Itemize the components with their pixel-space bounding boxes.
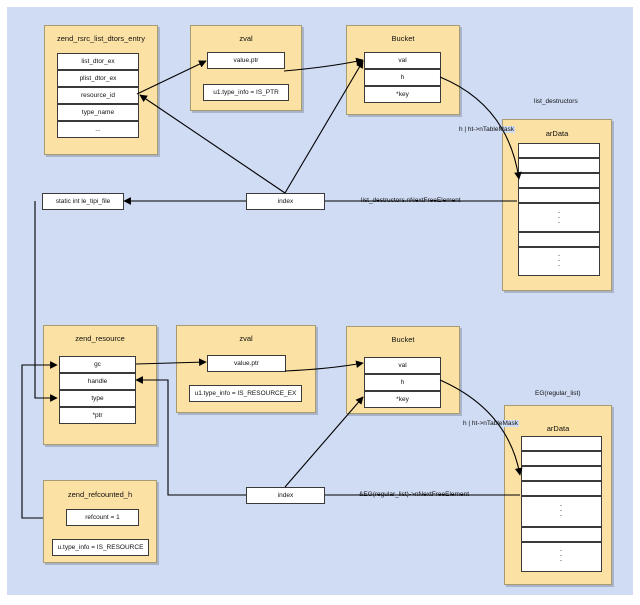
list-destructors-label: list_destructors	[534, 98, 578, 105]
zval-type-info: u1.type_info = IS_RESOURCE_EX	[189, 385, 302, 402]
zend-refcounted-h-struct: zend_refcounted_h refcount = 1 u.type_in…	[43, 480, 157, 563]
bucket-key: *key	[364, 86, 441, 103]
arrow-gc-to-zval	[135, 358, 207, 367]
struct-title: zend_refcounted_h	[67, 490, 133, 499]
ardata-slot	[521, 542, 602, 572]
index-bottom: index	[246, 487, 325, 504]
zval-value-ptr: value.ptr	[207, 355, 286, 372]
bucket-h: h	[364, 69, 441, 86]
hash-label-top: h | ht->nTableMask	[458, 126, 515, 133]
ellipsis-dots: ...	[559, 499, 563, 518]
ardata-title: arData	[546, 424, 570, 433]
eg-regular-list-label: EG(regular_list)	[535, 390, 581, 397]
struct-title: Bucket	[391, 335, 415, 344]
bucket-val: val	[364, 357, 441, 374]
ardata-slot	[518, 158, 600, 173]
ardata-slot	[518, 188, 600, 203]
bucket-bottom-struct: Bucket val h *key	[346, 326, 460, 414]
bucket-key: *key	[364, 391, 441, 408]
ardata-slot	[521, 481, 602, 496]
struct-title: zval	[239, 334, 253, 343]
field-ellipsis: ...	[57, 121, 139, 138]
field-type: type	[59, 390, 136, 407]
ellipsis-dots: ...	[557, 206, 561, 225]
type-info-field: u.type_info = IS_RESOURCE	[52, 539, 149, 556]
struct-title: Bucket	[391, 34, 415, 43]
arrow-bucket-h-to-ardata-bottom	[439, 379, 523, 476]
arrow-zval-to-bucket	[283, 57, 364, 72]
arrow-entry-to-zval	[136, 60, 207, 95]
static-le-tipi-file: static int le_tipi_file	[42, 193, 124, 210]
hash-label-bottom: h | ht->nTableMask	[462, 420, 519, 427]
list-destructors-ardata: arData ... ...	[502, 119, 612, 291]
zval-type-info: u1.type_info = IS_PTR	[203, 84, 289, 101]
arrow-index-to-handle	[135, 376, 246, 496]
struct-title: zend_rsrc_list_dtors_entry	[57, 34, 145, 43]
arrow-refcounted-to-gc	[21, 361, 58, 519]
ellipsis-dots: ...	[559, 544, 563, 563]
refcount-field: refcount = 1	[66, 509, 139, 526]
index-top: index	[246, 193, 325, 210]
zval-top-struct: zval value.ptr u1.type_info = IS_PTR	[190, 25, 302, 111]
arrow-index-to-bucket	[284, 60, 364, 194]
ardata-slot	[518, 173, 600, 188]
ardata-slot	[518, 247, 600, 276]
ellipsis-dots: ...	[557, 249, 561, 268]
ardata-title: arData	[545, 129, 569, 138]
field-list-dtor-ex: list_dtor_ex	[57, 53, 139, 70]
arrow-index-to-resource-id	[139, 94, 286, 194]
struct-title: zval	[239, 34, 253, 43]
field-resource-id: resource_id	[57, 87, 139, 104]
zval-value-ptr: value.ptr	[207, 52, 285, 69]
line-static-to-type	[34, 201, 58, 402]
field-type-name: type_name	[57, 104, 139, 121]
ardata-slot	[518, 203, 600, 232]
arrow-bucket-h-to-ardata	[439, 76, 522, 180]
ardata-slot	[521, 496, 602, 527]
struct-title: zend_resource	[75, 334, 125, 343]
bucket-h: h	[364, 374, 441, 391]
bucket-val: val	[364, 52, 441, 69]
ardata-slot	[521, 527, 602, 542]
arrow-zval-to-bucket-bottom	[284, 360, 364, 372]
bucket-top-struct: Bucket val h *key	[346, 25, 460, 115]
arrow-index-to-bucket-bottom	[284, 396, 364, 488]
ardata-slot	[518, 143, 600, 158]
zend-rsrc-list-dtors-entry-struct: zend_rsrc_list_dtors_entry list_dtor_ex …	[44, 25, 158, 155]
zval-bottom-struct: zval value.ptr u1.type_info = IS_RESOURC…	[176, 325, 316, 413]
field-plist-dtor-ex: plist_dtor_ex	[57, 70, 139, 87]
field-ptr: *ptr	[59, 407, 136, 424]
ardata-slot	[518, 232, 600, 247]
ardata-slot	[521, 451, 602, 466]
zend-resource-struct: zend_resource gc handle type *ptr	[43, 325, 157, 445]
field-gc: gc	[59, 356, 136, 373]
ardata-slot	[521, 436, 602, 451]
regular-list-ardata: arData ... ...	[504, 405, 612, 585]
